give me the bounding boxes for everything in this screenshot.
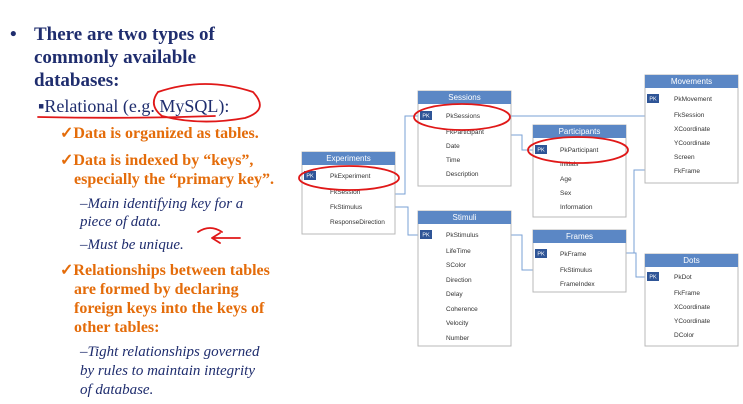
table-field: Date	[446, 143, 460, 150]
table-field: Number	[446, 335, 470, 342]
sub-item: –Tight relationships governed	[80, 344, 260, 360]
circle-mysql	[152, 83, 261, 123]
sub-item-cont: by rules to maintain integrity	[80, 363, 255, 379]
bullet-marker: •	[10, 24, 17, 45]
table-field: Coherence	[446, 306, 478, 313]
arrow-key	[211, 232, 241, 244]
table-movements: Movements PK PkMovement FkSession XCoord…	[644, 74, 739, 184]
pk-badge: PK	[649, 97, 657, 103]
pk-field: PkParticipant	[560, 147, 598, 154]
pk-field: PkFrame	[560, 251, 587, 258]
table-field: Time	[446, 157, 461, 164]
pk-badge: PK	[537, 148, 545, 154]
table-field: Description	[446, 171, 479, 178]
underline-key	[197, 227, 223, 233]
bullet-text-line: There are two types of	[34, 24, 215, 45]
table-field: Information	[560, 204, 593, 211]
pk-badge: PK	[537, 252, 545, 258]
check-item: ✓Relationships between tables	[60, 262, 270, 279]
table-field: DColor	[674, 332, 695, 339]
table-field: LifeTime	[446, 248, 471, 255]
bullet-text-line: commonly available	[34, 47, 197, 68]
pk-badge: PK	[649, 275, 657, 281]
pk-field: PkExperiment	[330, 173, 371, 180]
sub-item: –Must be unique.	[80, 237, 184, 253]
table-field: Direction	[446, 277, 472, 284]
table-field: Initials	[560, 161, 579, 168]
circle-pkexperiment	[298, 165, 400, 191]
rel-frames-movements	[626, 169, 645, 254]
table-title: Participants	[559, 127, 601, 136]
table-field: SColor	[446, 262, 467, 269]
table-title: Sessions	[448, 93, 480, 102]
pk-field: PkSessions	[446, 113, 481, 120]
rel-stimuli-frames	[511, 234, 533, 271]
table-title: Experiments	[326, 154, 370, 163]
table-field: Age	[560, 176, 572, 183]
table-frames: Frames PK PkFrame FkStimulus FrameIndex	[532, 229, 627, 293]
table-field: FrameIndex	[560, 281, 595, 288]
check-item: ✓Data is organized as tables.	[60, 125, 259, 142]
pk-badge: PK	[422, 233, 430, 239]
table-experiments: Experiments PK PkExperiment FkSession Fk…	[301, 151, 396, 235]
sub-item-cont: of database.	[80, 382, 154, 398]
table-title: Movements	[671, 77, 712, 86]
table-stimuli: Stimuli PK PkStimulus LifeTime SColor Di…	[417, 210, 512, 347]
red-annotations	[37, 83, 629, 244]
rel-experiments-sessions	[395, 115, 418, 195]
table-field: YCoordinate	[674, 318, 711, 325]
circle-pksessions	[413, 103, 511, 131]
pk-field: PkDot	[674, 274, 692, 281]
table-field: FkParticipant	[446, 129, 484, 136]
check-item-cont: especially the “primary key”.	[74, 171, 274, 188]
sub-item: –Main identifying key for a	[80, 196, 244, 212]
table-field: FkSession	[674, 112, 705, 119]
sub-item-cont: piece of data.	[80, 214, 162, 230]
underline-relational	[37, 115, 216, 119]
check-item-cont: are formed by declaring	[74, 281, 239, 298]
pk-field: PkStimulus	[446, 232, 479, 239]
table-field: Screen	[674, 154, 695, 161]
table-sessions: Sessions PK PkSessions FkParticipant Dat…	[417, 90, 512, 187]
circle-pkparticipant	[527, 136, 629, 164]
pk-badge: PK	[306, 174, 314, 180]
check-item-cont: foreign keys into the keys of	[74, 300, 265, 317]
bullet-list: • There are two types of commonly availa…	[0, 0, 300, 404]
table-field: ResponseDirection	[330, 219, 385, 226]
table-field: XCoordinate	[674, 304, 711, 311]
check-item: ✓Data is indexed by “keys”,	[60, 152, 254, 169]
table-participants: Participants PK PkParticipant Initials A…	[532, 124, 627, 218]
table-dots: Dots PK PkDot FkFrame XCoordinate YCoord…	[644, 253, 739, 347]
table-title: Frames	[566, 232, 593, 241]
rel-frames-dots	[626, 252, 645, 278]
relational-bullet: ▪Relational (e.g. MySQL):	[38, 96, 230, 116]
table-field: Sex	[560, 190, 572, 197]
bullet-text-line: databases:	[34, 70, 120, 91]
table-field: FkStimulus	[330, 204, 363, 211]
table-field: YCoordinate	[674, 140, 711, 147]
table-field: Velocity	[446, 320, 469, 327]
table-field: FkStimulus	[560, 267, 593, 274]
table-field: XCoordinate	[674, 126, 711, 133]
check-item-cont: other tables:	[74, 319, 160, 336]
rel-experiments-stimuli	[395, 206, 418, 236]
table-field: FkSession	[330, 189, 361, 196]
table-field: Delay	[446, 291, 463, 298]
pk-field: PkMovement	[674, 96, 712, 103]
pk-badge: PK	[422, 114, 430, 120]
table-field: FkFrame	[674, 168, 700, 175]
table-field: FkFrame	[674, 290, 700, 297]
table-title: Stimuli	[452, 213, 476, 222]
table-title: Dots	[683, 256, 699, 265]
